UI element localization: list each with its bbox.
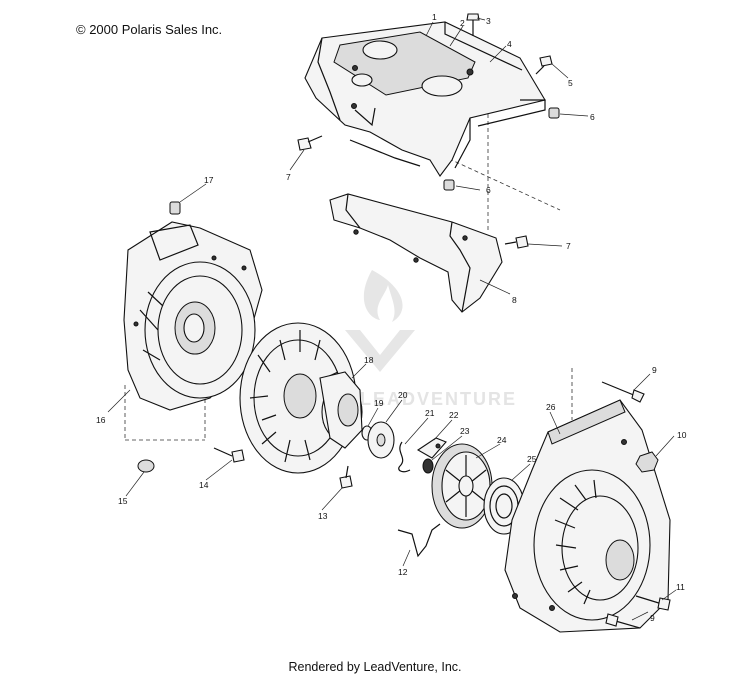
callout-7a: 7 <box>286 172 291 182</box>
part-flywheel-fan <box>239 322 357 474</box>
part-screw-5 <box>535 55 553 75</box>
callout-8: 8 <box>512 295 517 305</box>
callout-16: 16 <box>96 415 106 425</box>
callout-9a: 9 <box>652 365 657 375</box>
part-bolt-11 <box>635 595 671 611</box>
callout-7b: 7 <box>566 241 571 251</box>
part-duct-8 <box>329 193 503 313</box>
callout-6a: 6 <box>590 112 595 122</box>
leadventure-watermark: LEADVENTURE <box>345 270 517 409</box>
callout-21: 21 <box>425 408 435 418</box>
part-rope-12 <box>397 523 441 558</box>
callout-6b: 6 <box>486 185 491 195</box>
footer-rendered-by: Rendered by LeadVenture, Inc. <box>288 660 462 674</box>
callout-15: 15 <box>118 496 128 506</box>
part-ring-23 <box>422 458 434 474</box>
callout-9b: 9 <box>650 613 655 623</box>
part-shroud-cover <box>304 21 546 177</box>
part-pulley-24 <box>431 443 493 529</box>
callout-25: 25 <box>527 454 537 464</box>
part-grommet-6b <box>443 179 455 191</box>
part-bolt-13 <box>339 465 353 489</box>
part-screw-7a <box>297 135 323 151</box>
part-screw-7b <box>504 235 529 249</box>
part-screw-3 <box>466 13 480 36</box>
callout-24: 24 <box>497 435 507 445</box>
callout-17: 17 <box>204 175 214 185</box>
part-bolt-9b <box>605 613 641 629</box>
callout-11: 11 <box>676 582 685 592</box>
part-recoil-housing-26 <box>504 399 671 633</box>
callout-12: 12 <box>398 567 408 577</box>
callout-2: 2 <box>460 18 465 28</box>
part-fan-housing-16 <box>123 221 263 411</box>
part-spring-21 <box>398 441 411 473</box>
part-bolt-9a <box>601 381 645 403</box>
part-plug-15 <box>137 459 155 473</box>
watermark-text: LEADVENTURE <box>360 389 517 409</box>
part-pawl-22 <box>416 437 447 459</box>
callout-10: 10 <box>677 430 687 440</box>
part-pin-17 <box>169 201 181 215</box>
leader-lines <box>107 17 677 621</box>
part-plate-20 <box>367 421 395 459</box>
callout-19: 19 <box>374 398 384 408</box>
callout-labels: 1 2 3 4 5 6 6 7 7 8 9 9 10 11 12 13 14 1… <box>96 12 687 623</box>
callout-5: 5 <box>568 78 573 88</box>
callout-22: 22 <box>449 410 459 420</box>
part-grommet-6a <box>548 107 560 119</box>
part-nut-10 <box>635 451 659 473</box>
callout-20: 20 <box>398 390 408 400</box>
callout-18: 18 <box>364 355 374 365</box>
callout-23: 23 <box>460 426 470 436</box>
part-bolt-14 <box>213 447 245 463</box>
callout-26: 26 <box>546 402 556 412</box>
callout-3: 3 <box>486 16 491 26</box>
copyright-text: © 2000 Polaris Sales Inc. <box>76 22 223 37</box>
part-starter-cup-18 <box>319 371 363 449</box>
callout-4: 4 <box>507 39 512 49</box>
callout-13: 13 <box>318 511 328 521</box>
callout-14: 14 <box>199 480 209 490</box>
callout-1: 1 <box>432 12 437 22</box>
